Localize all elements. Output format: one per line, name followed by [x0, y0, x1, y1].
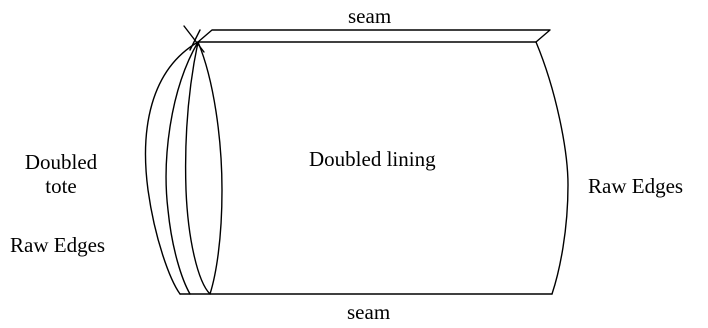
right-raw-edge-curve [535, 41, 569, 295]
left-inner-ellipse [184, 41, 223, 295]
seam-label-top: seam [348, 4, 392, 28]
corner-cross-stroke [189, 29, 201, 51]
doubled-tote-label-line2: tote [45, 174, 77, 198]
doubled-tote-label: Doubled tote [20, 150, 102, 198]
left-outer-ellipse-arc [144, 41, 199, 295]
doubled-lining-label: Doubled lining [309, 147, 436, 171]
corner-cross-stroke [183, 25, 205, 53]
left-middle-ellipse-arc [165, 41, 199, 295]
doubled-tote-label-line1: Doubled [24, 150, 98, 174]
raw-edges-label-right: Raw Edges [588, 174, 684, 198]
seam-label-bottom: seam [347, 300, 391, 324]
top-seam-flap [197, 29, 551, 43]
raw-edges-label-left: Raw Edges [10, 233, 106, 257]
